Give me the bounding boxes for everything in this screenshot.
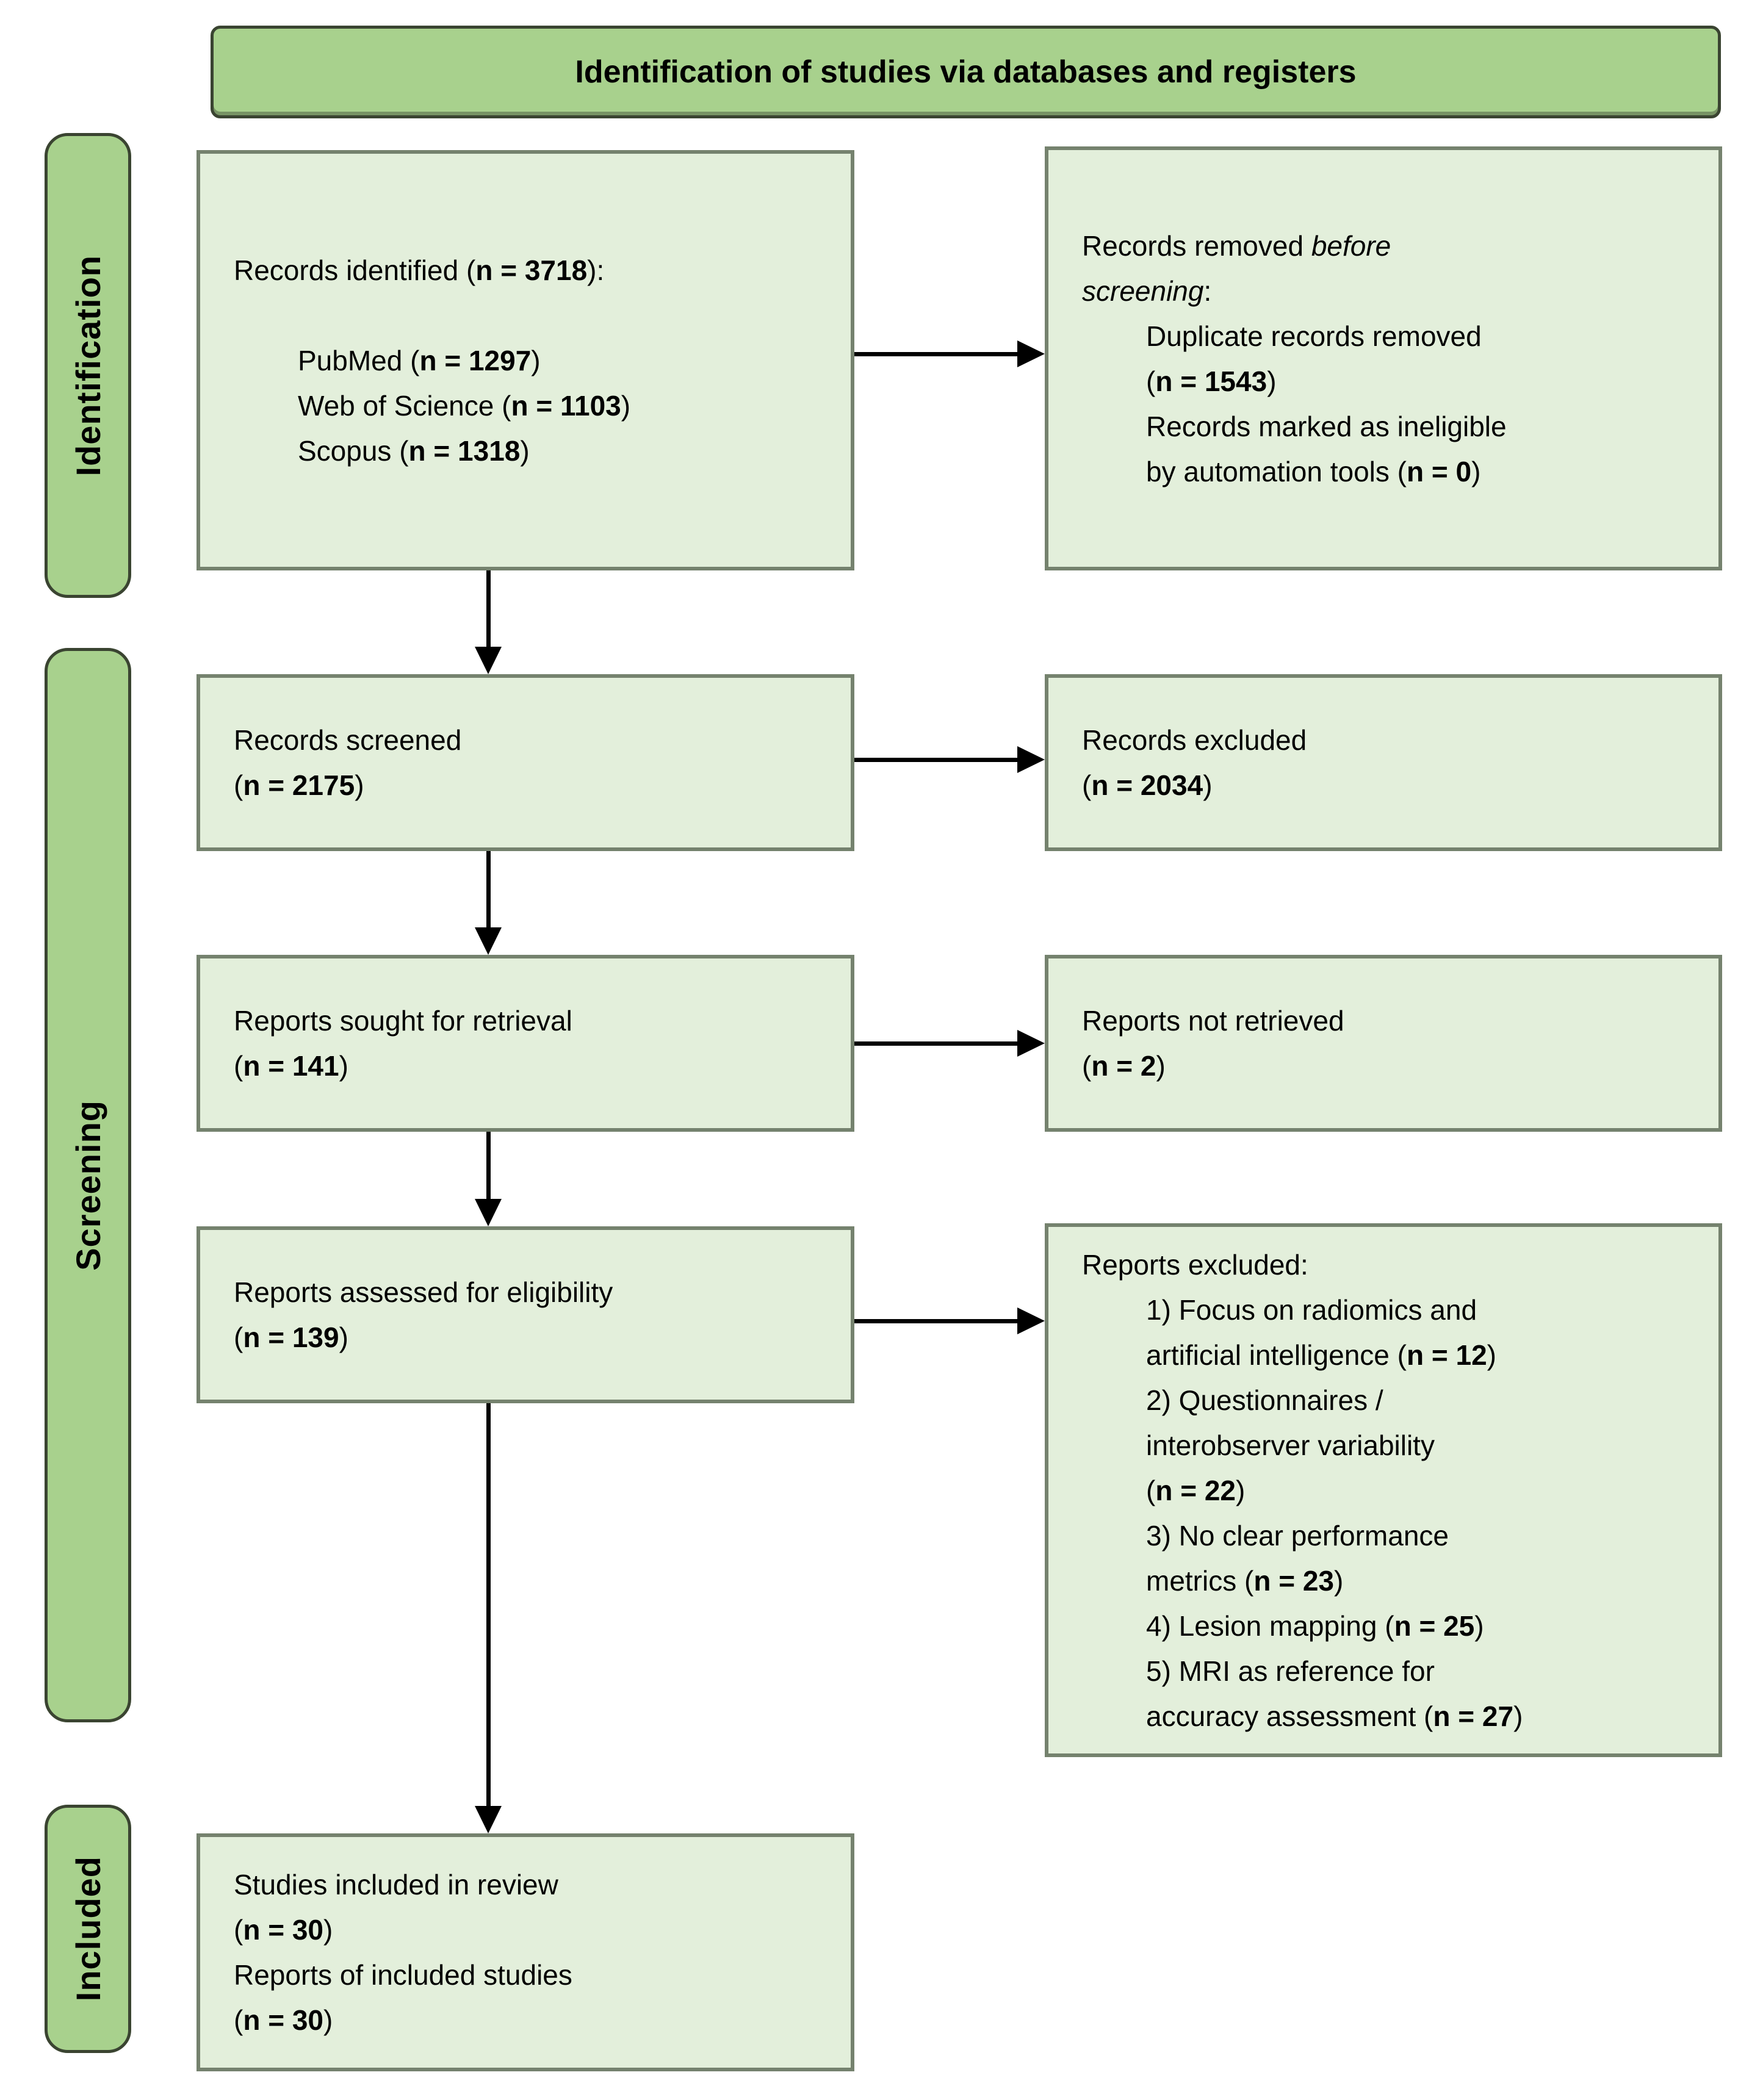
- box-reports-not-retrieved: Reports not retrieved(n = 2): [1045, 955, 1722, 1132]
- arrow-assessed-to-included: [475, 1403, 502, 1833]
- arrow-line: [854, 351, 1017, 356]
- box-records-screened-text: Records screened(n = 2175): [234, 724, 462, 801]
- box-reports-excluded-text: Reports excluded:1) Focus on radiomics a…: [1082, 1248, 1523, 1732]
- arrow-line: [854, 1041, 1017, 1046]
- stage-label-identification: Identification: [68, 254, 107, 476]
- arrow-line: [486, 1403, 491, 1806]
- box-reports-sought-for-retrieval: Reports sought for retrieval(n = 141): [197, 955, 854, 1132]
- arrow-identified-to-screened: [475, 570, 502, 674]
- box-reports-not-retrieved-text: Reports not retrieved(n = 2): [1082, 1005, 1344, 1082]
- stage-label-included: Included: [68, 1856, 107, 2002]
- box-records-screened: Records screened(n = 2175): [197, 674, 854, 851]
- arrow-head-right-icon: [1017, 1307, 1045, 1334]
- arrow-head-right-icon: [1017, 746, 1045, 773]
- box-reports-assessed-for-eligibility: Reports assessed for eligibility(n = 139…: [197, 1226, 854, 1403]
- arrow-screened-to-sought: [475, 851, 502, 955]
- arrow-line: [854, 1318, 1017, 1323]
- box-reports-assessed-text: Reports assessed for eligibility(n = 139…: [234, 1276, 613, 1353]
- arrow-sought-to-assessed: [475, 1132, 502, 1226]
- box-records-identified: Records identified (n = 3718): PubMed (n…: [197, 150, 854, 570]
- arrow-head-right-icon: [1017, 340, 1045, 367]
- arrow-screened-to-excluded: [854, 746, 1045, 773]
- arrow-line: [486, 1132, 491, 1199]
- arrow-head-down-icon: [475, 1199, 502, 1226]
- box-studies-included-text: Studies included in review(n = 30)Report…: [234, 1869, 572, 2036]
- arrow-head-down-icon: [475, 927, 502, 955]
- arrow-assessed-to-reports-excluded: [854, 1307, 1045, 1334]
- box-records-excluded-text: Records excluded(n = 2034): [1082, 724, 1307, 801]
- box-reports-excluded: Reports excluded:1) Focus on radiomics a…: [1045, 1223, 1722, 1757]
- arrow-head-down-icon: [475, 647, 502, 674]
- box-records-excluded: Records excluded(n = 2034): [1045, 674, 1722, 851]
- arrow-line: [854, 757, 1017, 762]
- stage-band-included: Included: [45, 1805, 131, 2053]
- box-studies-included: Studies included in review(n = 30)Report…: [197, 1833, 854, 2071]
- arrow-identified-to-removed: [854, 340, 1045, 367]
- box-reports-sought-text: Reports sought for retrieval(n = 141): [234, 1005, 572, 1082]
- stage-band-screening: Screening: [45, 648, 131, 1722]
- diagram-title-banner: Identification of studies via databases …: [211, 26, 1721, 118]
- box-records-identified-text: Records identified (n = 3718): PubMed (n…: [234, 254, 631, 467]
- arrow-line: [486, 570, 491, 647]
- diagram-title: Identification of studies via databases …: [575, 54, 1357, 90]
- arrow-sought-to-not-retrieved: [854, 1030, 1045, 1057]
- arrow-head-down-icon: [475, 1806, 502, 1833]
- arrow-line: [486, 851, 491, 927]
- stage-band-identification: Identification: [45, 133, 131, 598]
- arrow-head-right-icon: [1017, 1030, 1045, 1057]
- stage-label-screening: Screening: [68, 1099, 107, 1271]
